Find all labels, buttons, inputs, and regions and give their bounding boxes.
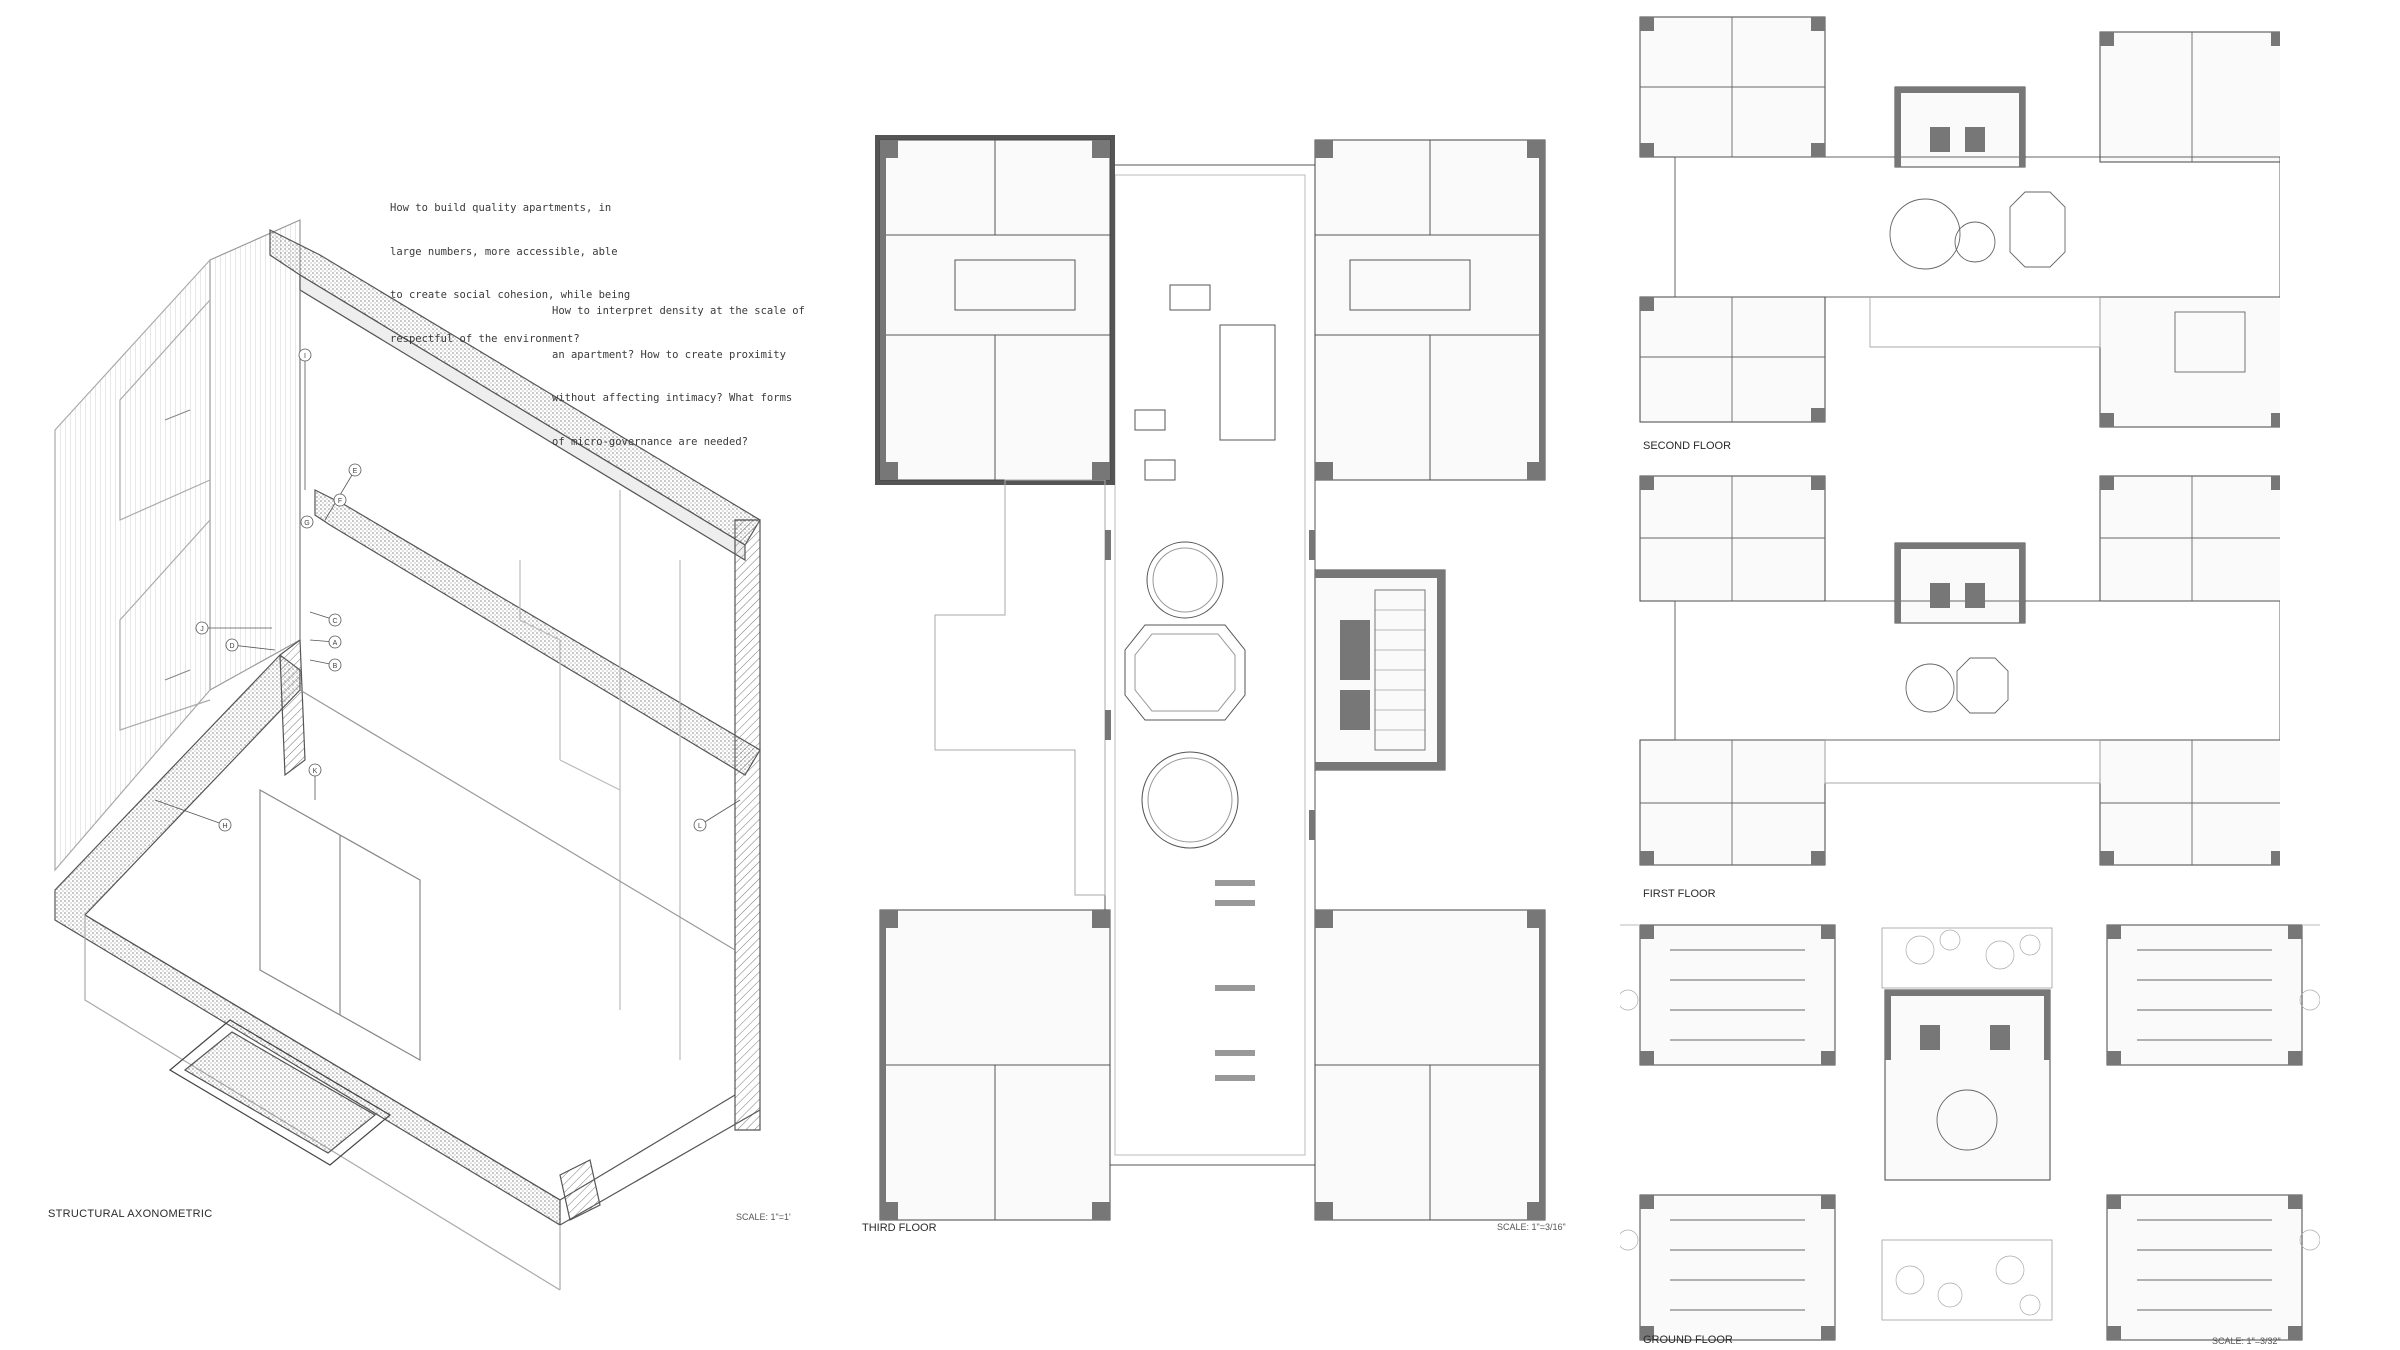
first-floor-plan: [1639, 475, 2280, 866]
callout-b: B: [333, 663, 338, 670]
question-2-line: How to interpret density at the scale of: [552, 305, 805, 317]
question-1-line: to create social cohesion, while being: [390, 289, 631, 301]
callout-g: G: [304, 520, 309, 527]
third-floor-scale: SCALE: 1"=3/16": [1497, 1222, 1566, 1232]
question-1-line: respectful of the environment?: [390, 332, 580, 345]
ground-floor-title: GROUND FLOOR: [1643, 1334, 1733, 1346]
question-block-2: How to interpret density at the scale of…: [552, 275, 805, 478]
question-2-line: of micro-governance are needed?: [552, 435, 748, 448]
question-1-line: large numbers, more accessible, able: [390, 245, 618, 258]
question-2-line: without affecting intimacy? What forms: [552, 392, 793, 404]
callout-a: A: [333, 640, 338, 647]
callout-i: I: [304, 353, 306, 360]
third-floor-title: THIRD FLOOR: [862, 1222, 937, 1234]
callout-f: F: [338, 498, 342, 505]
question-block-1: How to build quality apartments, in larg…: [390, 172, 630, 375]
callout-d: D: [229, 643, 234, 650]
callout-l: L: [698, 823, 702, 830]
callout-h: H: [222, 823, 227, 830]
second-floor-title: SECOND FLOOR: [1643, 440, 1732, 452]
question-2-line: an apartment? How to create proximity: [552, 348, 786, 361]
third-floor-plan: [875, 135, 1546, 1221]
callout-c: C: [332, 618, 337, 625]
callout-e: E: [353, 468, 358, 475]
second-floor-plan: [1639, 16, 2280, 428]
question-1-line: How to build quality apartments, in: [390, 202, 612, 214]
ground-floor-scale: SCALE: 1"=3/32": [2212, 1336, 2281, 1346]
ground-floor-plan: [1620, 924, 2320, 1341]
callout-j: J: [200, 626, 204, 633]
axonometric-title: STRUCTURAL AXONOMETRIC: [48, 1208, 213, 1220]
first-floor-title: FIRST FLOOR: [1643, 888, 1716, 900]
structural-axonometric: I E C A B D J G F H K L: [54, 219, 761, 1291]
callout-k: K: [313, 768, 318, 775]
axonometric-scale: SCALE: 1"=1': [736, 1212, 791, 1222]
